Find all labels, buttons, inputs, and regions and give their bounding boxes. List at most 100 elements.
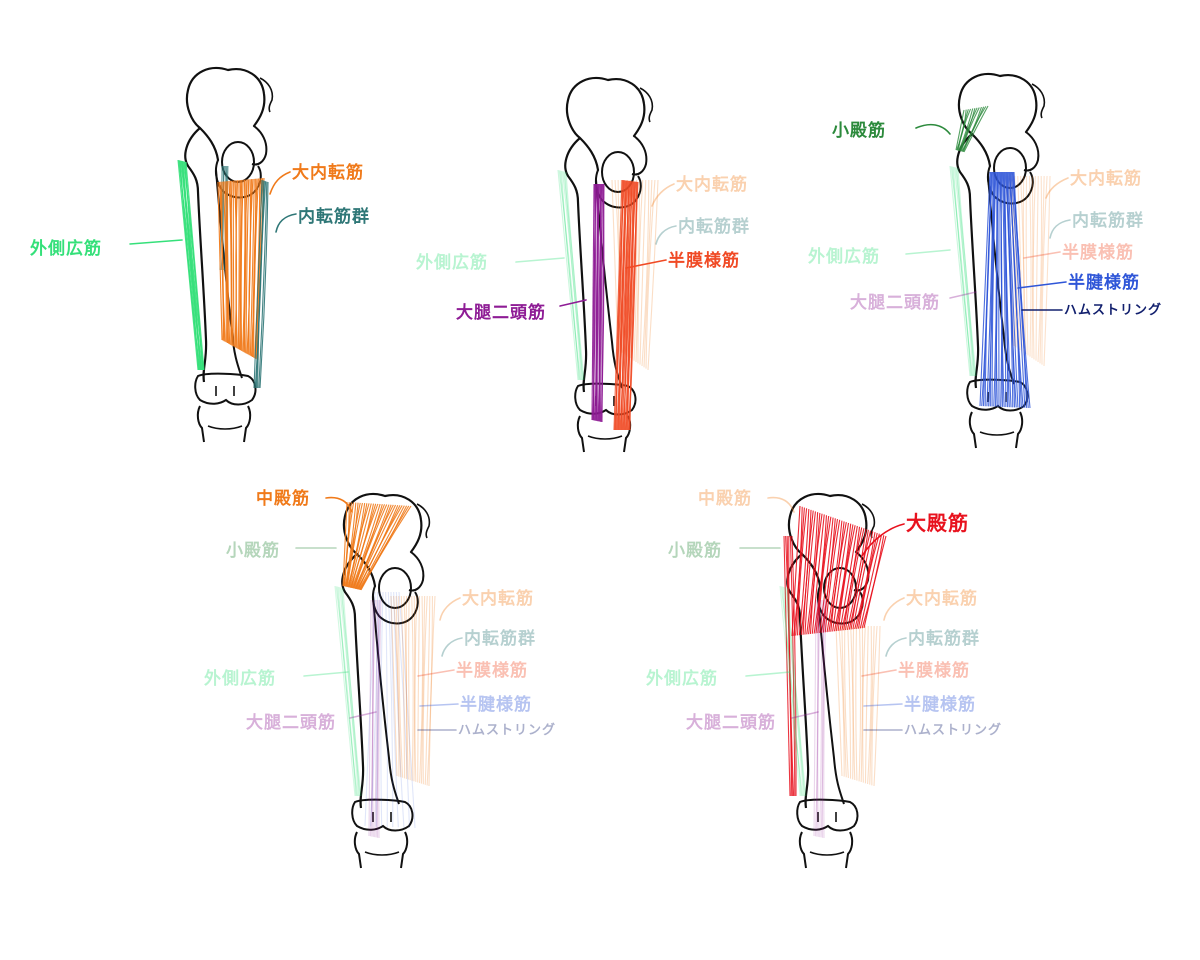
muscle-fiber — [390, 591, 399, 828]
label-vastus-lateralis: 外側広筋 — [30, 238, 102, 259]
label-biceps-femoris: 大腿二頭筋 — [686, 712, 776, 733]
muscle-fiber — [179, 160, 201, 371]
muscle-fiber — [1004, 171, 1012, 408]
muscle-fiber — [956, 167, 976, 377]
muscle-fiber — [598, 183, 603, 422]
muscle-fiber — [230, 180, 234, 347]
muscle-fiber — [337, 586, 359, 797]
muscle-fiber — [395, 595, 402, 778]
leader-line — [325, 496, 353, 513]
muscle-fiber — [371, 599, 375, 837]
muscle-fiber — [1003, 171, 1010, 408]
leader-line — [559, 299, 587, 307]
muscle-fiber — [376, 599, 381, 838]
biceps-femoris-muscle — [368, 599, 382, 839]
muscle-fiber — [245, 179, 250, 354]
muscle-fiber — [387, 591, 394, 828]
label-adductor-magnus: 大内転筋 — [676, 174, 748, 195]
vastus-lateralis-muscle — [949, 165, 977, 377]
leader-line — [863, 703, 903, 707]
label-hamstrings: ハムストリング — [904, 722, 1002, 738]
muscle-fiber — [627, 181, 637, 431]
adductor-group-muscle — [253, 179, 269, 389]
muscle-fiber — [779, 585, 801, 797]
muscle-fiber — [820, 599, 825, 838]
label-vastus-lateralis: 外側広筋 — [204, 668, 276, 689]
muscle-fiber — [955, 109, 965, 151]
muscle-fiber — [1028, 175, 1032, 357]
label-semimembranosus: 半膜様筋 — [668, 250, 740, 271]
muscle-fiber — [789, 535, 796, 797]
muscle-fiber — [621, 180, 631, 431]
leader-line — [861, 523, 905, 557]
muscle-fiber — [850, 530, 872, 630]
muscle-fiber — [359, 505, 410, 591]
muscle-fiber — [823, 599, 827, 839]
muscle-fiber — [1031, 175, 1034, 359]
muscle-fiber — [647, 179, 659, 371]
muscle-fiber — [591, 183, 595, 421]
muscle-fiber — [843, 527, 863, 631]
muscle-fiber — [804, 511, 816, 635]
muscle-fiber — [809, 513, 823, 634]
muscle-fiber — [593, 183, 597, 421]
leader-line — [767, 496, 795, 513]
muscle-fiber — [184, 161, 205, 371]
muscle-fiber — [951, 166, 973, 377]
muscle-fiber — [562, 171, 582, 381]
muscle-fiber — [783, 535, 791, 797]
muscle-fiber — [557, 169, 579, 381]
muscle-fiber — [1000, 171, 1005, 407]
leader-line — [791, 711, 819, 719]
muscle-fiber — [414, 595, 418, 782]
label-adductor-magnus: 大内転筋 — [1070, 168, 1142, 189]
muscle-fiber — [563, 171, 583, 381]
muscle-fiber — [639, 179, 647, 365]
muscle-fiber — [335, 586, 357, 797]
muscle-fiber — [841, 625, 847, 778]
leader-line — [1023, 251, 1061, 259]
muscle-fiber — [863, 535, 887, 629]
muscle-fiber — [637, 179, 644, 364]
label-adductor-magnus: 大内転筋 — [906, 588, 978, 609]
muscle-fiber — [393, 591, 405, 828]
muscle-fiber — [830, 522, 847, 632]
muscle-fiber — [806, 512, 819, 635]
muscle-fiber — [558, 170, 580, 381]
muscle-fiber — [869, 625, 875, 785]
muscle-fiber — [601, 183, 605, 423]
muscle-fiber — [349, 503, 372, 588]
label-semitendinosus: 半腱様筋 — [460, 694, 532, 715]
muscle-fiber — [372, 599, 376, 837]
muscle-fiber — [258, 181, 268, 389]
muscle-fiber — [1032, 175, 1036, 360]
vastus-lateralis-muscle — [334, 585, 362, 797]
muscle-fiber — [824, 519, 841, 633]
muscle-fiber — [618, 180, 628, 431]
muscle-fiber — [385, 591, 388, 827]
muscle-fiber — [370, 591, 379, 827]
muscle-fiber — [844, 625, 849, 779]
muscle-fiber — [1039, 175, 1045, 364]
muscle-fiber — [822, 518, 839, 633]
muscle-fiber — [989, 171, 996, 407]
leader-line — [515, 257, 565, 263]
muscle-fiber — [981, 171, 992, 407]
muscle-fiber — [257, 181, 267, 389]
muscle-fiber — [356, 504, 397, 590]
muscle-fiber — [780, 586, 802, 797]
muscle-fiber — [417, 595, 421, 783]
muscle-fiber — [873, 625, 881, 787]
muscle-fiber — [791, 535, 797, 797]
muscle-fiber — [358, 505, 403, 590]
muscle-fiber — [599, 183, 604, 422]
muscle-fiber — [991, 171, 997, 407]
muscle-fiber — [786, 587, 806, 797]
muscle-fiber — [949, 165, 971, 377]
muscle-fiber — [1010, 171, 1024, 408]
leader-line — [1045, 177, 1069, 199]
muscle-fiber — [237, 180, 240, 350]
muscle-fiber — [811, 514, 825, 634]
muscle-fiber — [408, 595, 411, 781]
